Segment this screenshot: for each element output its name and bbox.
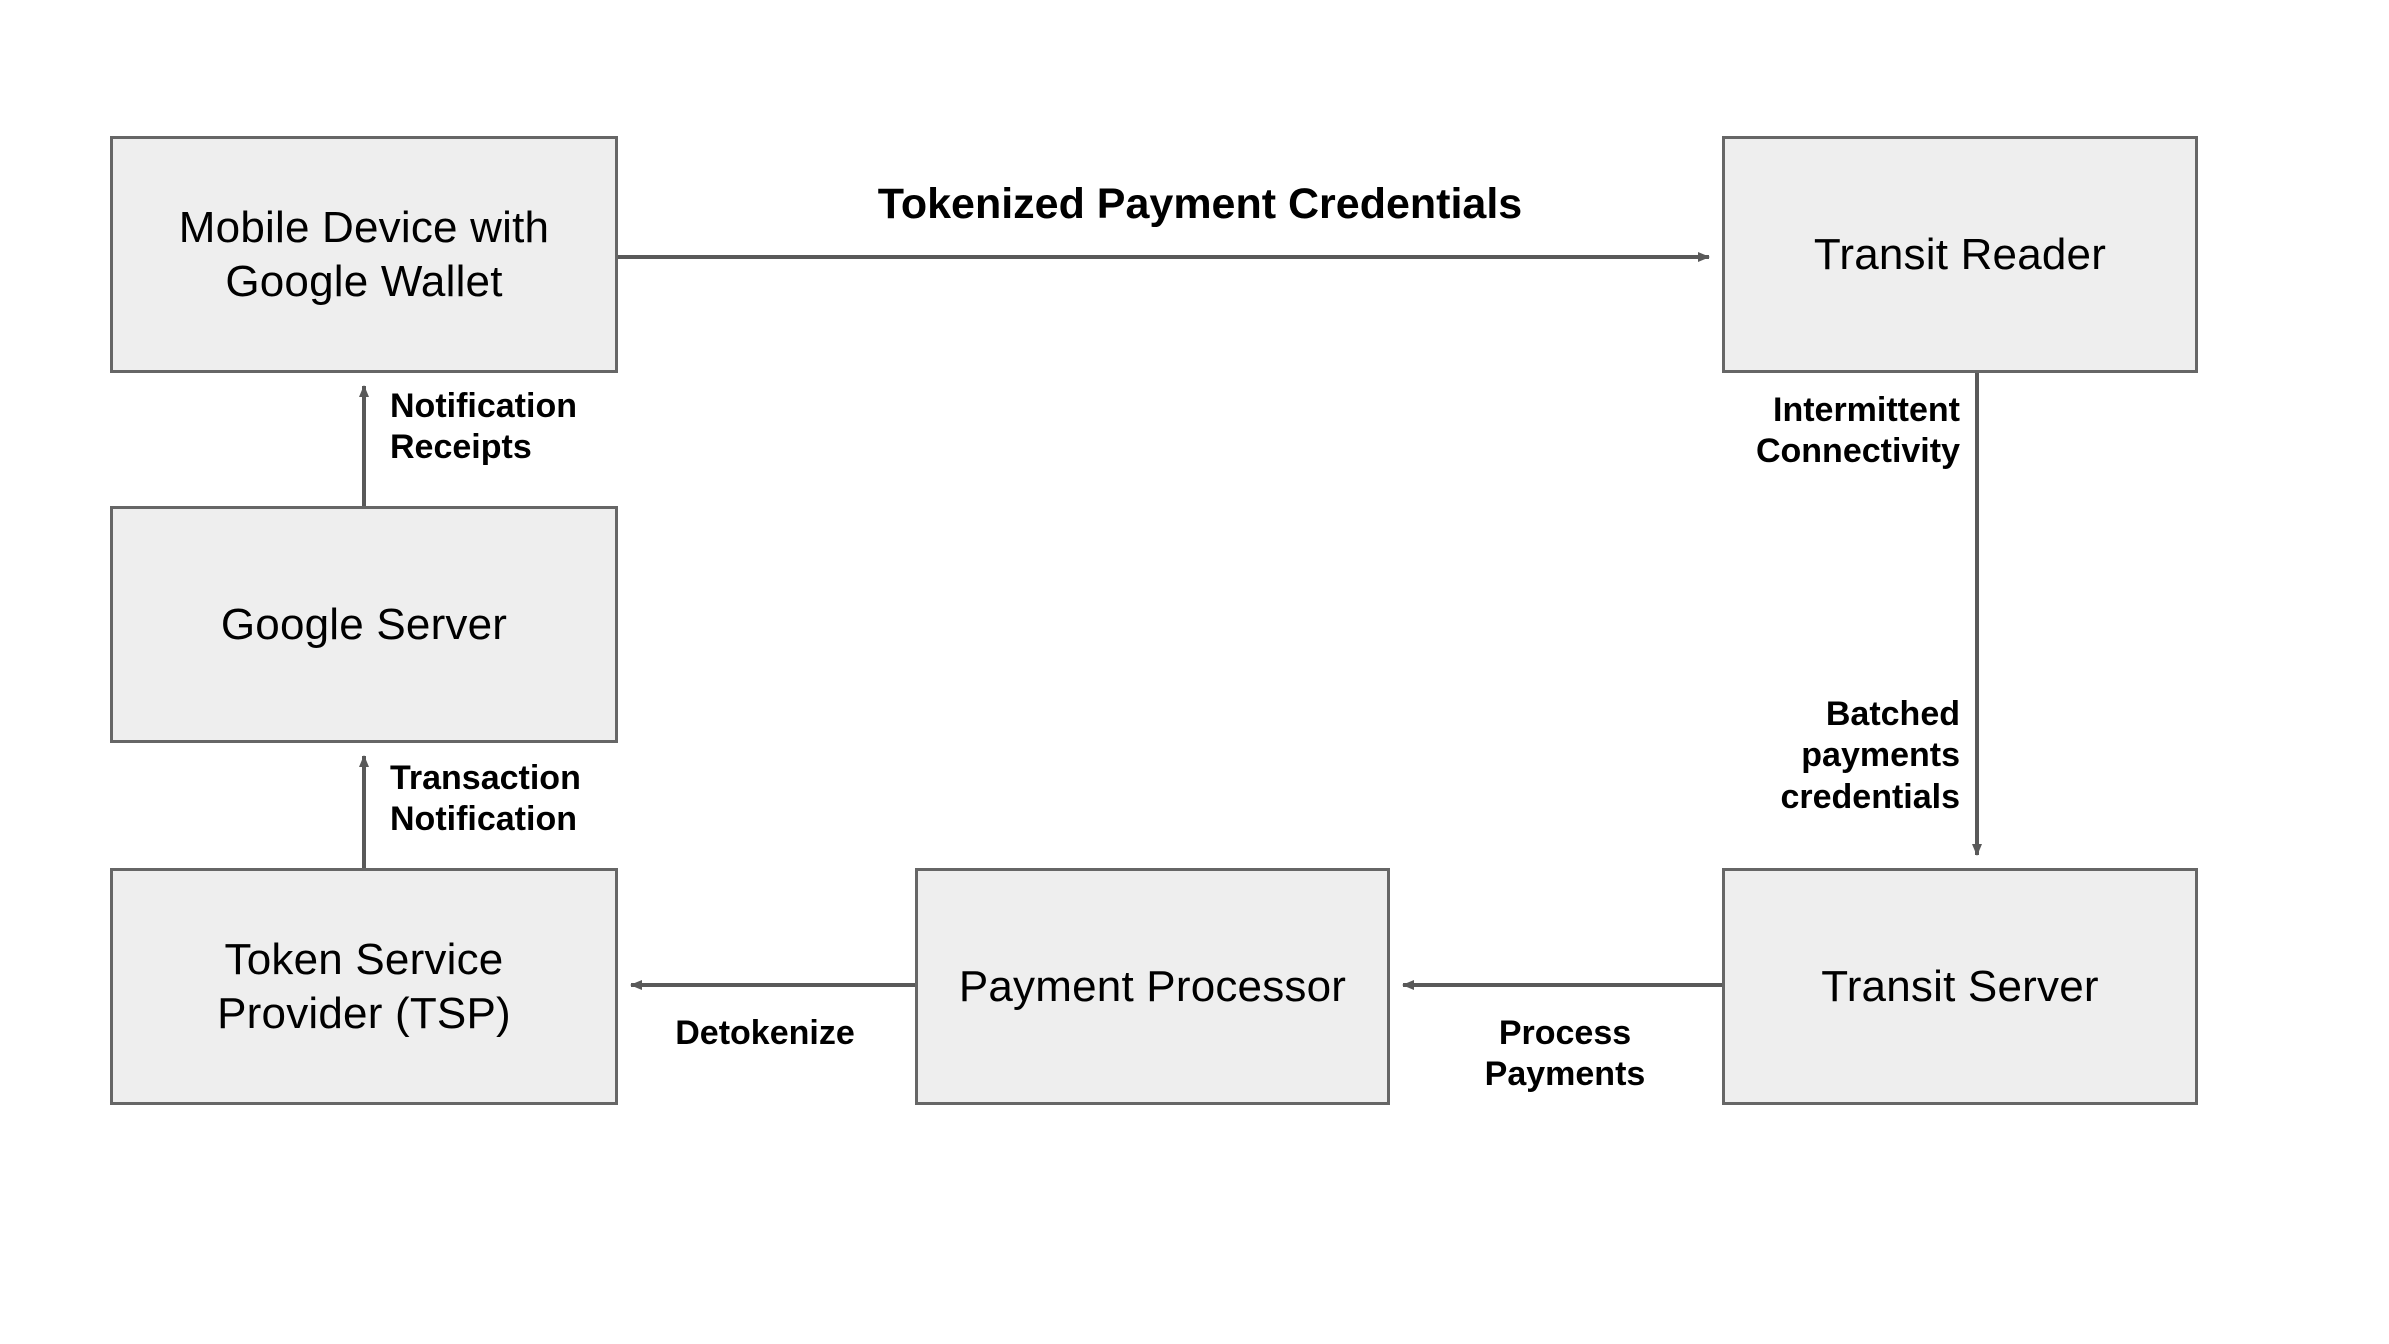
node-label: Google Server — [220, 599, 508, 649]
node-token-service-provider[interactable]: Token Service Provider (TSP) — [110, 868, 618, 1105]
node-transit-server[interactable]: Transit Server — [1722, 868, 2198, 1105]
node-google-server[interactable]: Google Server — [110, 506, 618, 743]
edge-label-tokenized-payment-credentials: Tokenized Payment Credentials — [877, 180, 1523, 228]
node-mobile-device-with-google-wallet[interactable]: Mobile Device with Google Wallet — [110, 136, 618, 373]
node-label: Mobile Device with Google Wallet — [178, 202, 550, 306]
edge-label-batched-payments-credentials: Batched payments credentials — [1780, 695, 1960, 816]
node-label: Token Service Provider (TSP) — [217, 934, 511, 1038]
edge-label-notification-receipts: Notification Receipts — [390, 387, 577, 467]
edge-label-detokenize: Detokenize — [675, 1014, 855, 1052]
node-label: Transit Server — [1821, 961, 2099, 1011]
node-label: Transit Reader — [1813, 229, 2107, 279]
node-payment-processor[interactable]: Payment Processor — [915, 868, 1390, 1105]
edge-label-transaction-notification: Transaction Notification — [390, 759, 581, 839]
node-transit-reader[interactable]: Transit Reader — [1722, 136, 2198, 373]
edge-label-intermittent-connectivity: Intermittent Connectivity — [1755, 391, 1960, 471]
node-label: Payment Processor — [958, 961, 1347, 1011]
edge-label-process-payments: Process Payments — [1484, 1014, 1646, 1094]
